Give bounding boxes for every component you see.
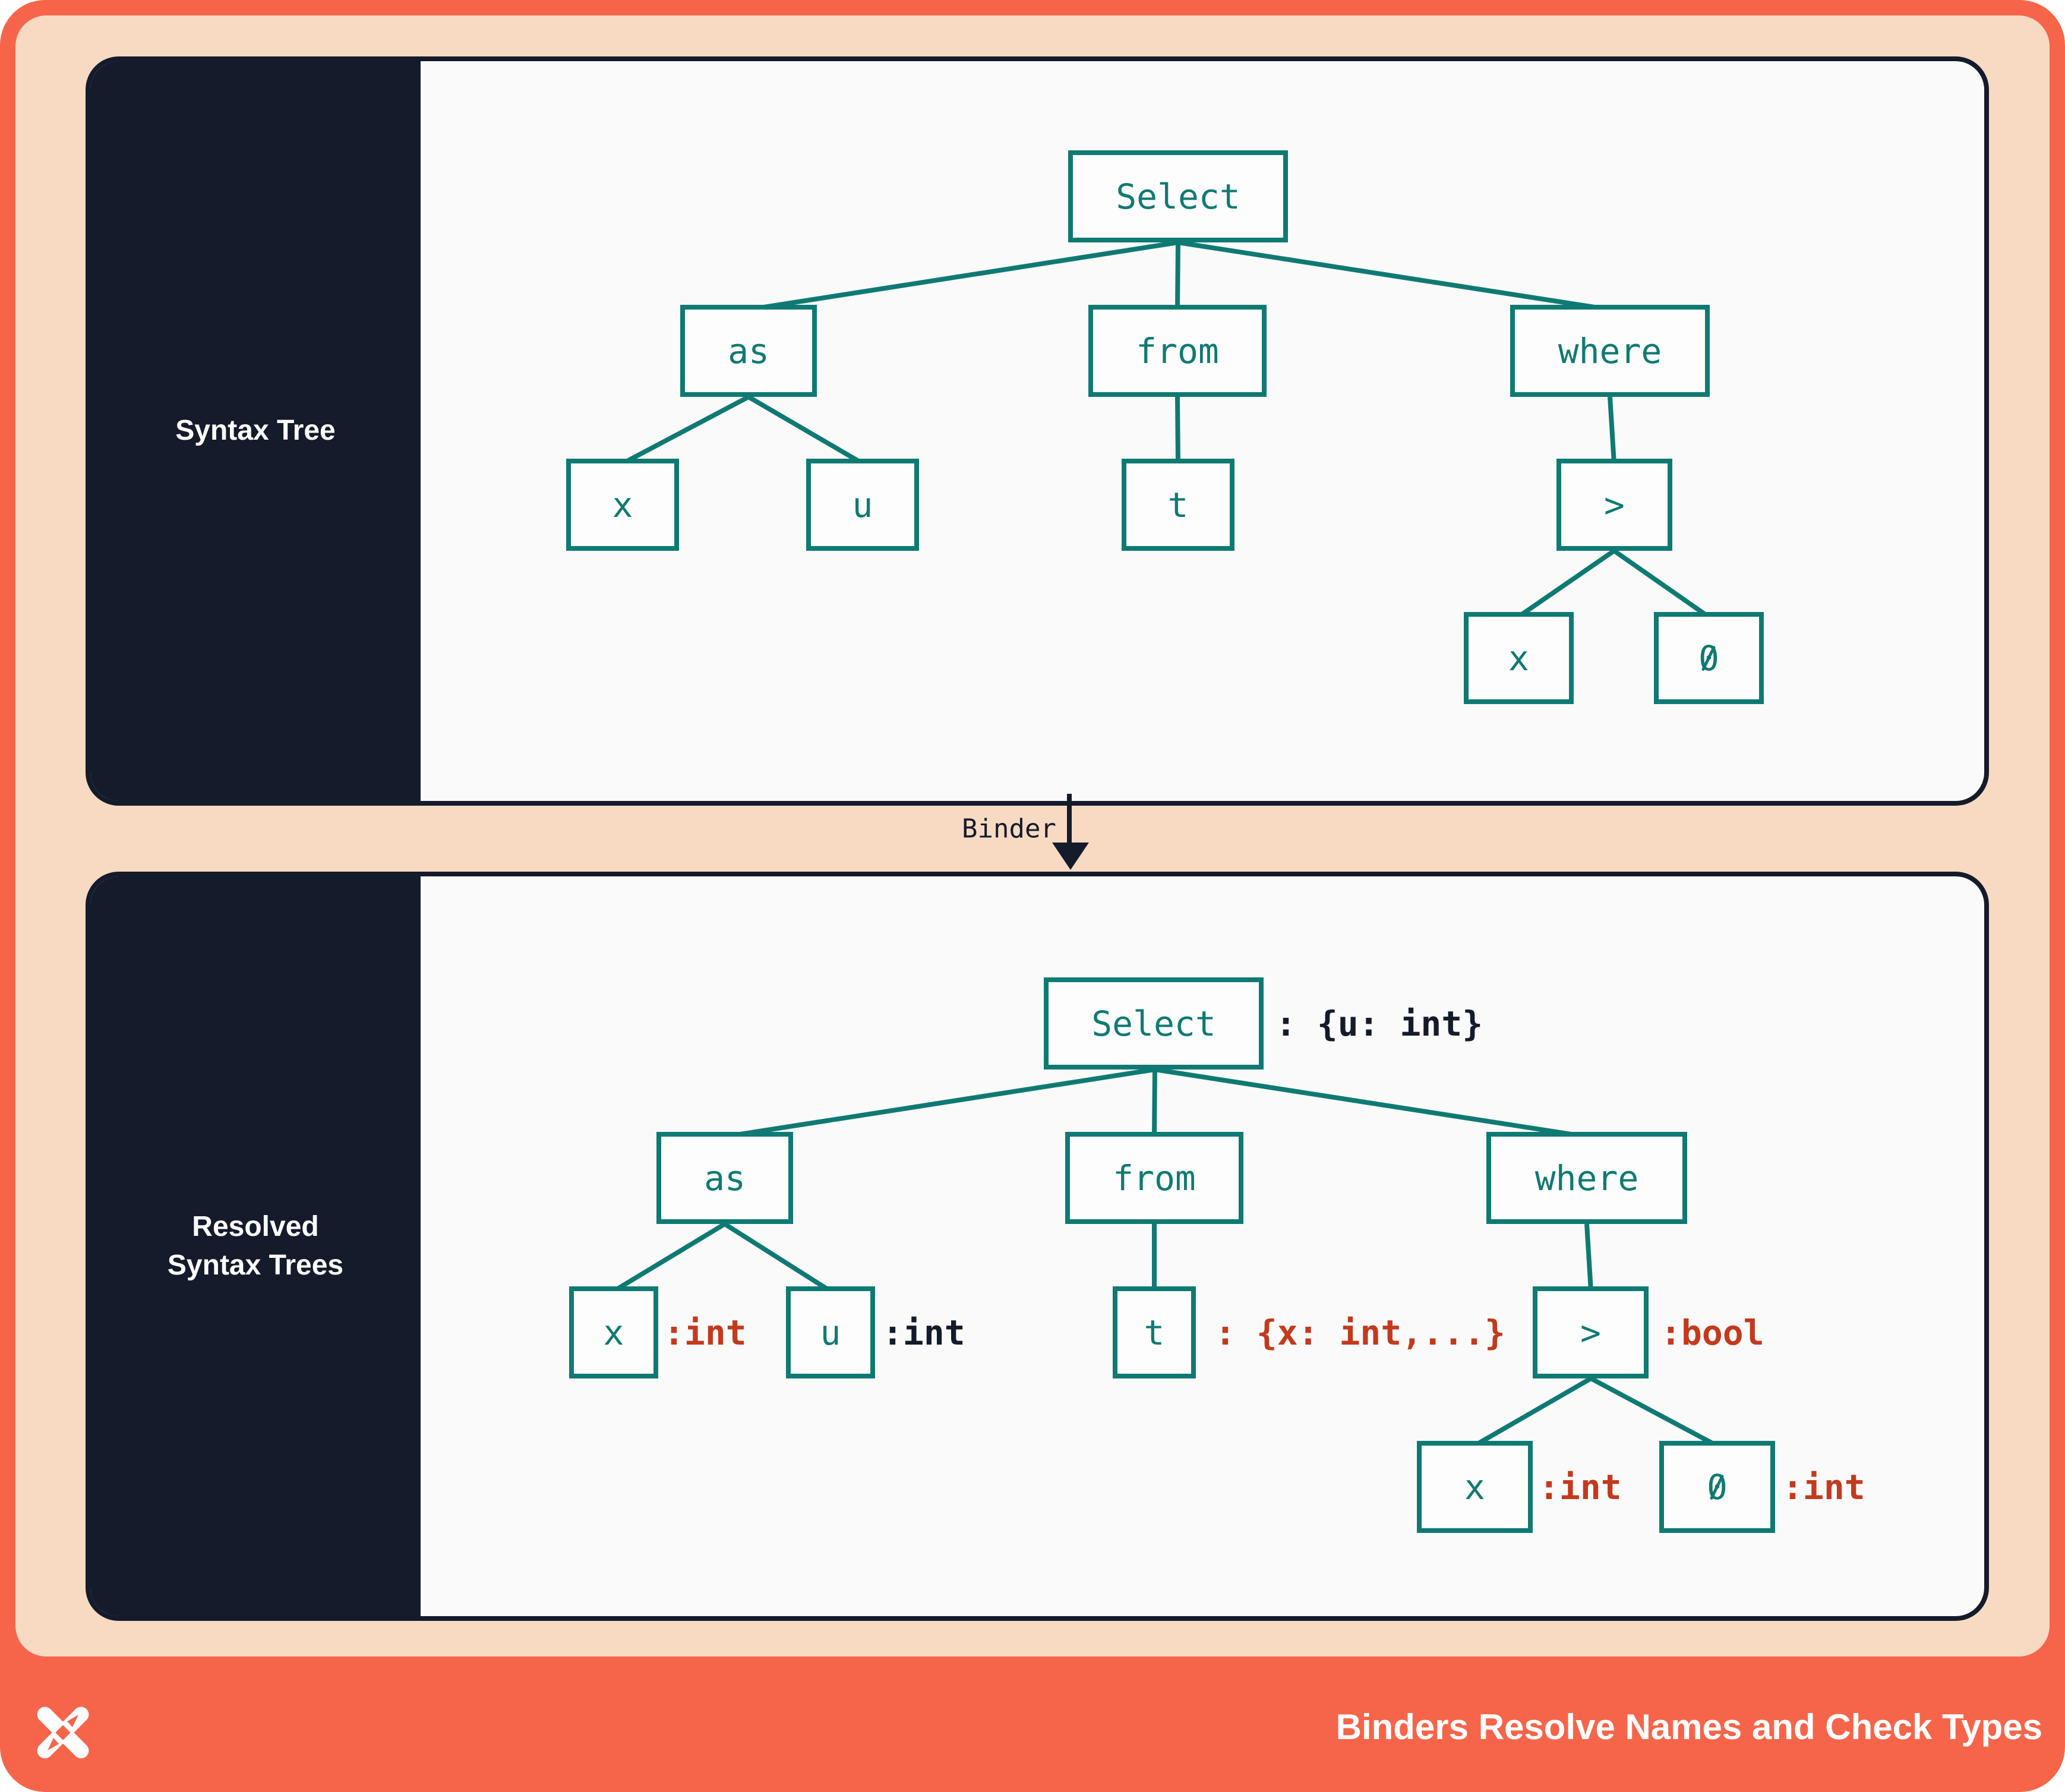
tree-edge <box>1152 1069 1157 1137</box>
tree-edge <box>612 1222 727 1293</box>
node-label: Select <box>1091 1003 1216 1044</box>
tree-node-gt: > <box>1556 459 1672 551</box>
tree-node-gt: > <box>1533 1286 1649 1378</box>
node-label: from <box>1136 330 1219 371</box>
node-label-slashed-zero: 0 <box>1707 1466 1728 1507</box>
syntax-tree-sidebar: Syntax Tree <box>90 61 421 801</box>
node-label: t <box>1167 484 1189 525</box>
tree-node-as: as <box>656 1132 793 1224</box>
x-star-logo-icon <box>37 1706 89 1759</box>
tree-node-u: u <box>806 459 919 551</box>
node-label: x <box>612 484 633 525</box>
tree-node-where: where <box>1510 305 1710 397</box>
sidebar-title: Syntax Tree <box>175 415 336 447</box>
node-label: > <box>1604 484 1625 525</box>
sidebar-title-line: Syntax Trees <box>167 1249 344 1281</box>
tree-edge <box>1154 1067 1587 1139</box>
tree-node-x: x <box>569 1286 658 1378</box>
type-annotation-x-leaf: :int <box>1539 1467 1622 1507</box>
tree-node-zero: 0 <box>1659 1441 1775 1533</box>
type-annotation-x: :int <box>664 1313 747 1353</box>
tree-edge <box>1175 242 1180 310</box>
tree-node-x: x <box>566 459 679 551</box>
binder-arrowhead-icon <box>1052 843 1089 870</box>
type-annotation-select: : {u: int} <box>1275 1004 1483 1044</box>
tree-node-from: from <box>1065 1132 1243 1224</box>
type-annotation-zero: :int <box>1782 1467 1865 1507</box>
tree-edge <box>1590 1376 1718 1448</box>
type-annotation-t: : {x: int,...} <box>1215 1313 1505 1353</box>
binder-arrow-line <box>1067 794 1072 844</box>
tree-node-as: as <box>680 305 817 397</box>
tree-node-x-leaf: x <box>1464 612 1574 704</box>
binder-label: Binder <box>962 813 1056 844</box>
node-label: from <box>1113 1157 1196 1198</box>
tree-edge <box>1608 396 1616 464</box>
resolved-syntax-trees-panel: Select as from where x u t > x 0 : {u: i… <box>86 872 1989 1621</box>
tree-edge <box>1517 548 1616 619</box>
type-annotation-u: :int <box>882 1313 965 1353</box>
node-label: as <box>728 330 769 371</box>
node-label: > <box>1580 1312 1601 1353</box>
node-label: x <box>603 1312 624 1353</box>
tree-edge <box>1175 396 1180 464</box>
node-label: t <box>1144 1312 1165 1353</box>
footer-title: Binders Resolve Names and Check Types <box>1335 1707 2042 1747</box>
node-label: where <box>1534 1157 1639 1198</box>
node-label: as <box>704 1157 746 1198</box>
tree-edge <box>748 240 1179 312</box>
node-label: u <box>820 1312 841 1353</box>
tree-edge <box>1177 240 1611 312</box>
tree-node-t: t <box>1113 1286 1196 1378</box>
syntax-tree-panel: Select as from where x u t > x 0 Syntax <box>86 56 1989 806</box>
tree-edge <box>723 1222 832 1293</box>
tree-node-from: from <box>1088 305 1267 397</box>
type-annotation-gt: :bool <box>1660 1313 1764 1353</box>
tree-node-select: Select <box>1068 150 1288 242</box>
node-label: x <box>1464 1466 1485 1507</box>
node-label: x <box>1508 638 1529 679</box>
node-label: where <box>1558 330 1662 371</box>
node-label-slashed-zero: 0 <box>1698 638 1719 679</box>
sidebar-title-line: Resolved <box>192 1210 319 1242</box>
tree-edge <box>747 395 864 466</box>
resolved-syntax-trees-sidebar: Resolved Syntax Trees <box>90 876 421 1616</box>
tree-edges-layer <box>612 1067 1718 1448</box>
tree-edge <box>1612 548 1710 619</box>
tree-edges-layer <box>621 240 1710 619</box>
tree-edge <box>621 395 750 466</box>
tree-node-u: u <box>786 1286 875 1378</box>
tree-edge <box>1584 1223 1593 1292</box>
tree-node-select: Select <box>1044 977 1264 1069</box>
tree-node-t: t <box>1122 459 1234 551</box>
tree-node-where: where <box>1486 1132 1687 1224</box>
node-label: Select <box>1116 176 1240 217</box>
tree-node-x-leaf: x <box>1417 1441 1533 1533</box>
tree-node-zero: 0 <box>1654 612 1764 704</box>
node-label: u <box>852 484 873 525</box>
tree-edge <box>1473 1376 1592 1448</box>
tree-edge <box>724 1067 1155 1139</box>
